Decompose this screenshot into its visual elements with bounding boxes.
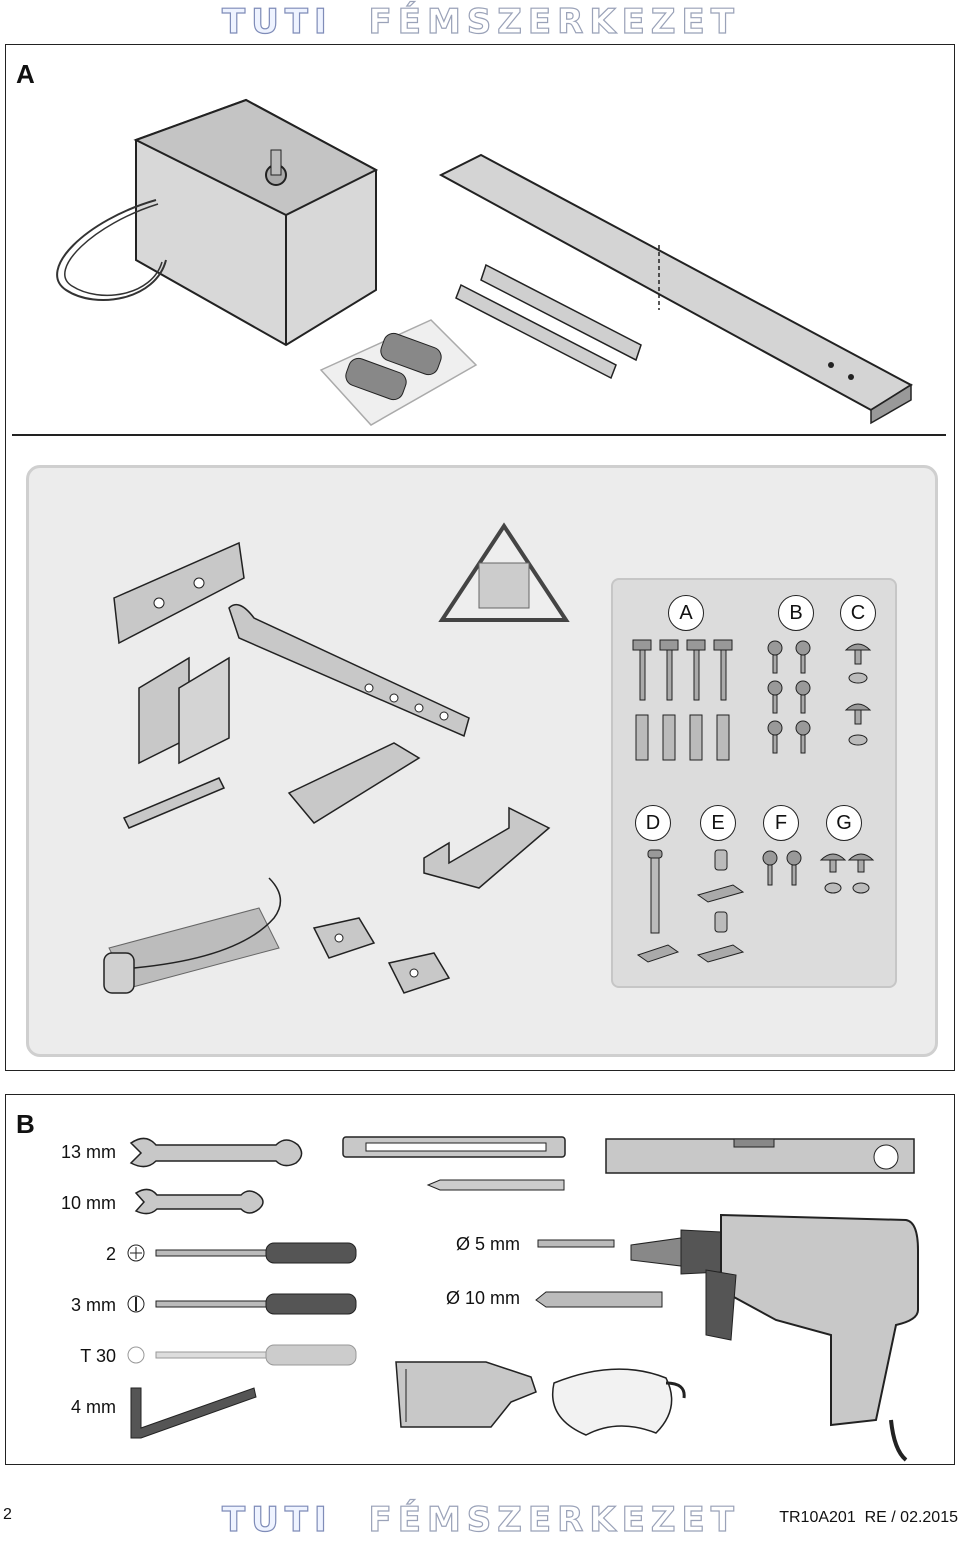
- wrench-10-label: 10 mm: [60, 1193, 116, 1213]
- bolts-f-illustration: [762, 850, 802, 886]
- hardware-bag: A B C: [26, 465, 938, 1057]
- pencil-icon: [426, 1179, 565, 1191]
- hardware-label-c: C: [840, 595, 876, 631]
- safety-goggles-icon: [552, 1368, 686, 1436]
- wrench-10-icon: [134, 1188, 264, 1215]
- screwdriver-ph-label: 2: [105, 1244, 116, 1264]
- self-tapping-screws-illustration: [767, 640, 811, 754]
- drill-bit-10-icon: [535, 1291, 663, 1308]
- door-arm-illustration: [228, 603, 470, 738]
- carriage-part-1-illustration: [312, 917, 376, 959]
- carriage-part-2-illustration: [387, 952, 451, 994]
- footer-watermark-name: FÉMSZERKEZET: [368, 1499, 740, 1540]
- carriage-bolts-c-illustration: [844, 643, 872, 746]
- gloves-icon: [395, 1361, 537, 1428]
- wrench-13-icon: [129, 1137, 303, 1168]
- screwdriver-torx-label: T 30: [80, 1346, 116, 1366]
- panel-b: B 13 mm 10 mm 2 3 mm T 30 4 mm: [5, 1094, 955, 1465]
- footer-watermark-brand: TUTI: [221, 1499, 333, 1540]
- panel-a-divider: [12, 434, 946, 436]
- watermark-name: FÉMSZERKEZET: [368, 1, 740, 42]
- hardware-label-g: G: [826, 805, 862, 841]
- wall-bracket-illustration: [113, 541, 245, 645]
- motor-unit-illustration: [56, 98, 379, 347]
- hardware-label-b: B: [778, 595, 814, 631]
- screwdriver-flat-label: 3 mm: [71, 1295, 116, 1315]
- panel-a: A: [5, 44, 955, 1071]
- hardware-label-a: A: [668, 595, 704, 631]
- torx-screwdriver-icon: [127, 1344, 357, 1366]
- u-bracket-illustration: [423, 806, 551, 889]
- hardware-label-d: D: [635, 805, 671, 841]
- phillips-screwdriver-icon: [127, 1242, 357, 1264]
- hex-key-label: 4 mm: [71, 1397, 116, 1417]
- panel-b-label: B: [16, 1109, 35, 1139]
- page-number: 2: [3, 1506, 12, 1523]
- hex-key-icon: [130, 1387, 257, 1439]
- wrench-13-label: 13 mm: [60, 1142, 116, 1162]
- power-drill-icon: [630, 1213, 919, 1462]
- header-watermark: TUTI FÉMSZERKEZET: [221, 1, 740, 42]
- flat-plate-illustration: [287, 742, 421, 824]
- drill-bit-5-icon: [537, 1239, 615, 1248]
- lag-screws-illustration: [632, 639, 733, 761]
- hardware-label-e: E: [700, 805, 736, 841]
- angle-bracket-illustration: [138, 656, 230, 765]
- clevis-pin-illustration: [636, 849, 680, 963]
- watermark-brand: TUTI: [221, 1, 333, 42]
- document-code: TR10A201 RE / 02.2015: [779, 1509, 958, 1526]
- flat-screwdriver-icon: [127, 1293, 357, 1315]
- clips-e-illustration: [696, 849, 745, 963]
- rail-bracket-illustration: [455, 263, 642, 380]
- hardware-label-f: F: [763, 805, 799, 841]
- drill-bit-10-label: Ø 10 mm: [446, 1288, 521, 1308]
- footer-watermark: TUTI FÉMSZERKEZET: [221, 1499, 740, 1540]
- rail-illustration: [438, 153, 913, 425]
- pull-cord-illustration: [103, 877, 282, 994]
- bolts-g-illustration: [819, 853, 875, 894]
- warning-triangle-icon: [438, 522, 570, 622]
- ruler-icon: [342, 1136, 566, 1158]
- drill-bit-5-label: Ø 5 mm: [456, 1234, 521, 1254]
- spirit-level-icon: [605, 1138, 915, 1174]
- hardware-card: A B C: [611, 578, 897, 988]
- small-strip-illustration: [122, 777, 226, 829]
- remote-controls-illustration: [319, 319, 478, 426]
- panel-a-label: A: [16, 59, 35, 89]
